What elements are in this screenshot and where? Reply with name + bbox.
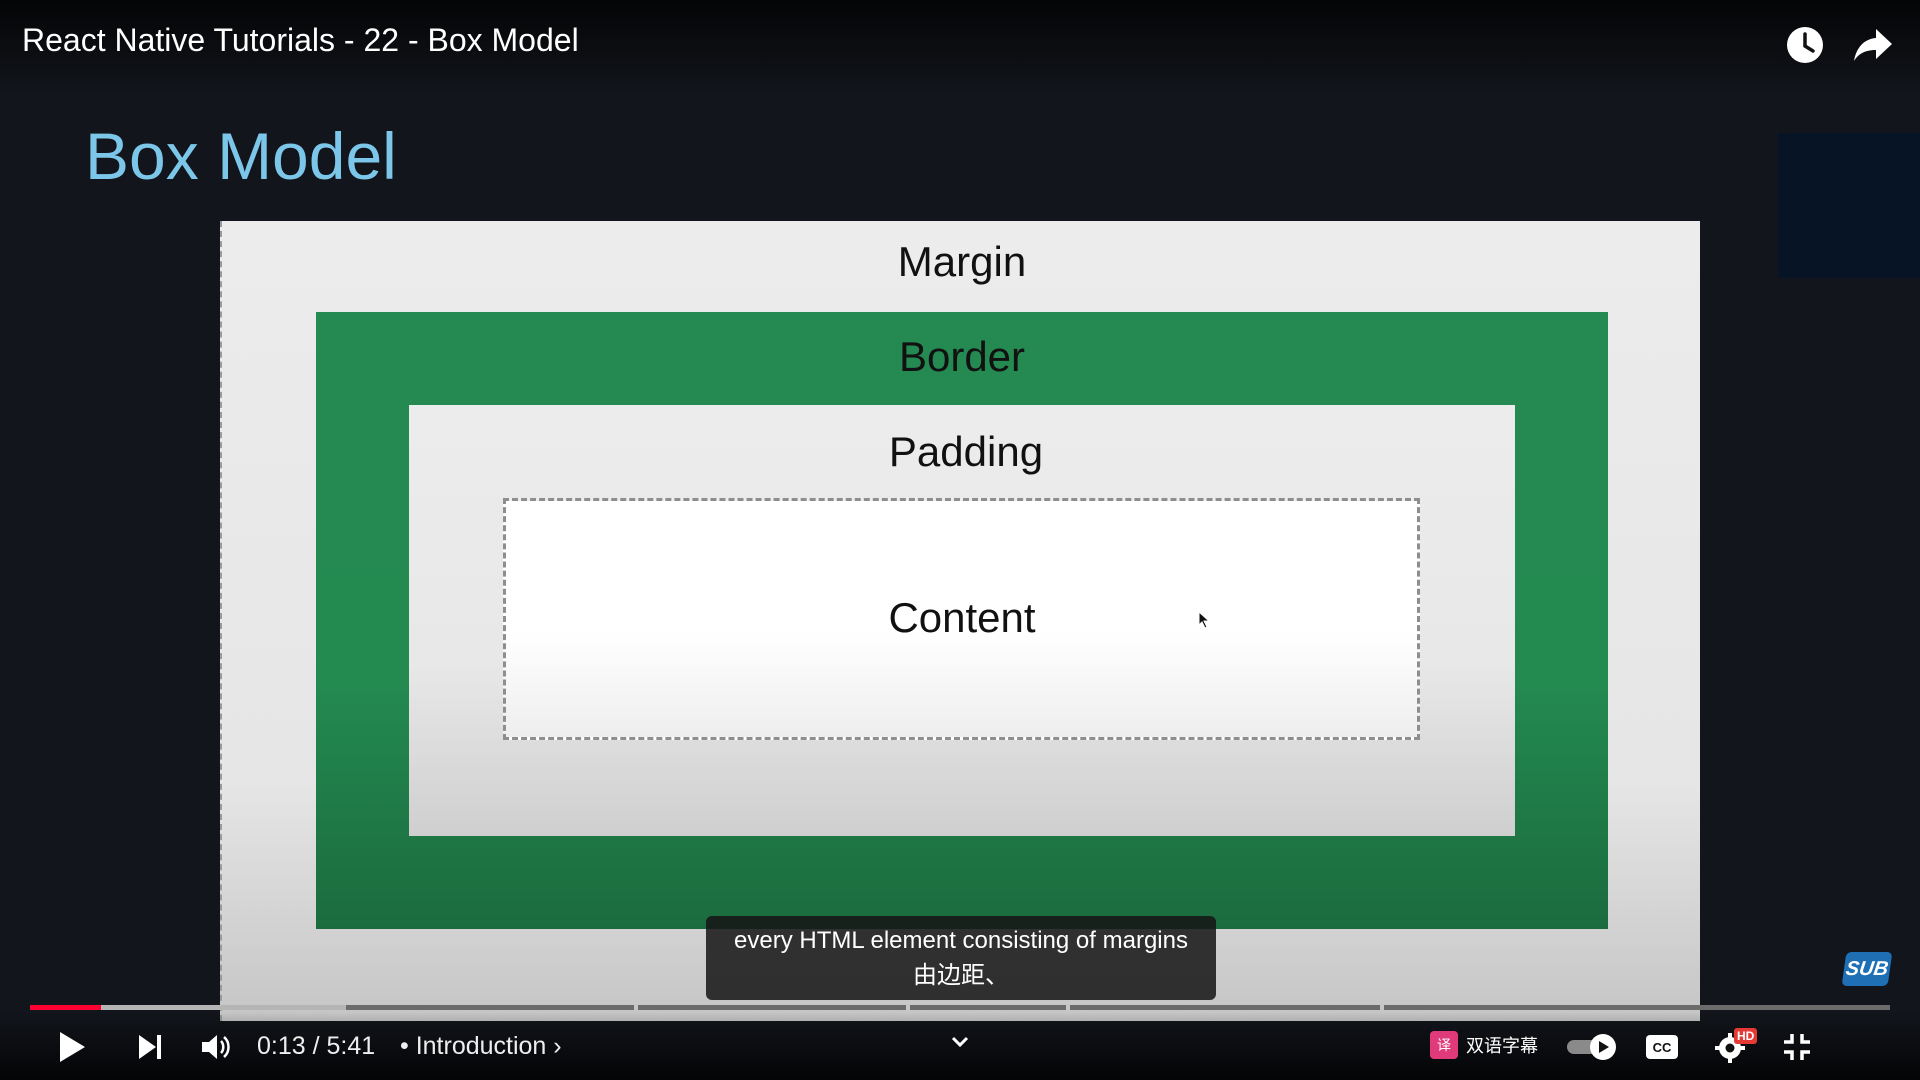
margin-label: Margin (897, 238, 1027, 285)
autoplay-toggle-icon (1567, 1034, 1616, 1060)
clock-icon (1787, 27, 1823, 63)
next-icon (139, 1035, 161, 1059)
translate-icon: 译 (1430, 1031, 1458, 1059)
settings-button[interactable]: HD (1710, 1028, 1758, 1064)
expand-button[interactable] (944, 1030, 976, 1054)
bilingual-label: 双语字幕 (1466, 1036, 1538, 1056)
autoplay-toggle[interactable] (1565, 1033, 1621, 1061)
captions-button[interactable]: CC (1644, 1033, 1680, 1061)
chapter-segment[interactable] (1070, 1005, 1380, 1010)
chapter-segment[interactable] (638, 1005, 906, 1010)
watch-later-button[interactable] (1782, 22, 1828, 68)
caption-line-chinese: 由边距、 (913, 962, 1009, 989)
share-icon (1854, 29, 1892, 61)
chapter-title[interactable]: • Introduction › (400, 1032, 562, 1060)
bilingual-subtitle-toggle[interactable]: 译 双语字幕 (1430, 1031, 1538, 1059)
padding-label: Padding (888, 428, 1044, 475)
play-button[interactable] (52, 1026, 92, 1068)
chapter-segment[interactable] (1384, 1005, 1890, 1010)
chapter-segment[interactable] (910, 1005, 1066, 1010)
border-label: Border (898, 333, 1026, 380)
preview-thumbnail (1778, 133, 1920, 278)
volume-button[interactable] (196, 1026, 236, 1068)
content-box (503, 498, 1420, 740)
caption-line-english: every HTML element consisting of margins (734, 927, 1188, 954)
mouse-cursor-icon (1198, 610, 1212, 634)
exit-fullscreen-button[interactable] (1779, 1030, 1815, 1064)
hd-badge: HD (1734, 1028, 1758, 1044)
content-label: Content (888, 594, 1036, 641)
cc-icon: CC (1646, 1035, 1678, 1059)
progress-bar[interactable] (30, 1005, 1890, 1011)
slide-title: Box Model (85, 119, 397, 193)
play-icon (60, 1032, 85, 1062)
volume-icon (202, 1035, 230, 1059)
sub-badge[interactable]: SUB (1841, 952, 1893, 986)
share-button[interactable] (1850, 22, 1896, 68)
next-button[interactable] (130, 1026, 170, 1068)
subtitle-caption: every HTML element consisting of margins… (706, 916, 1216, 1000)
svg-text:CC: CC (1653, 1040, 1672, 1055)
fullscreen-exit-icon (1784, 1034, 1810, 1060)
progress-played (30, 1005, 101, 1010)
time-display: 0:13 / 5:41 (257, 1032, 376, 1060)
video-title[interactable]: React Native Tutorials - 22 - Box Model (22, 22, 579, 58)
progress-buffered (30, 1005, 346, 1010)
top-bar (0, 0, 1920, 96)
chapter-segment[interactable] (196, 1005, 634, 1010)
chevron-down-icon (951, 1036, 969, 1048)
